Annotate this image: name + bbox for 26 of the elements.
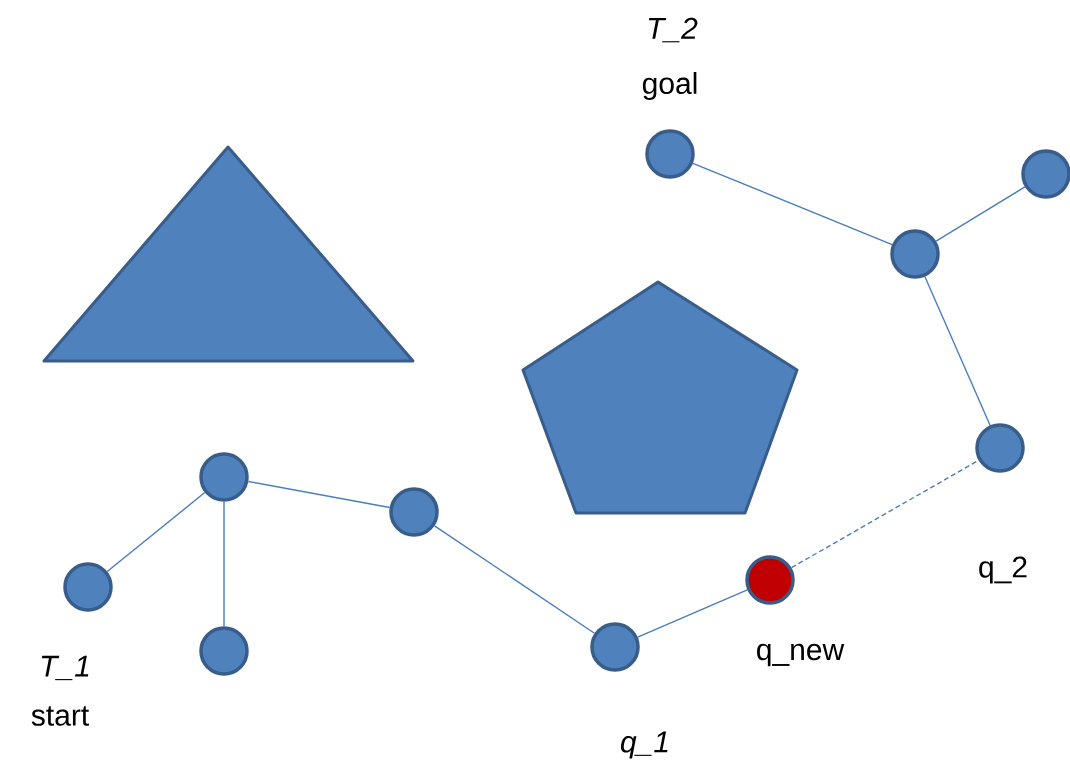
pentagon-obstacle: [521, 280, 799, 515]
node-label: q_1: [621, 731, 668, 759]
connector-line: [247, 480, 391, 509]
node-label: q_new: [757, 643, 845, 667]
connector-line: [223, 501, 225, 627]
tree-node-circle: [199, 626, 249, 676]
tree-node-circle: [645, 129, 695, 179]
connector-line: [924, 275, 991, 427]
tree-node-circle: [890, 229, 940, 279]
tree-node-circle: [590, 622, 640, 672]
node-label: q_2: [979, 556, 1027, 584]
node-label: start: [31, 706, 89, 726]
tree-node-circle: [199, 452, 249, 502]
connector-line: [692, 162, 893, 246]
node-label: T_2: [648, 17, 698, 43]
tree-node-circle: [389, 487, 439, 537]
connector-line: [433, 525, 596, 634]
tree-node-circle: [63, 562, 113, 612]
connector-line: [935, 186, 1026, 242]
connector-line: [106, 491, 206, 573]
node-label: T_1: [41, 655, 89, 681]
node-label: goal: [642, 72, 697, 100]
tree-node-circle: [745, 555, 795, 605]
triangle-obstacle: [42, 145, 415, 363]
connector-line: [637, 589, 748, 638]
tree-node-circle: [975, 423, 1025, 473]
